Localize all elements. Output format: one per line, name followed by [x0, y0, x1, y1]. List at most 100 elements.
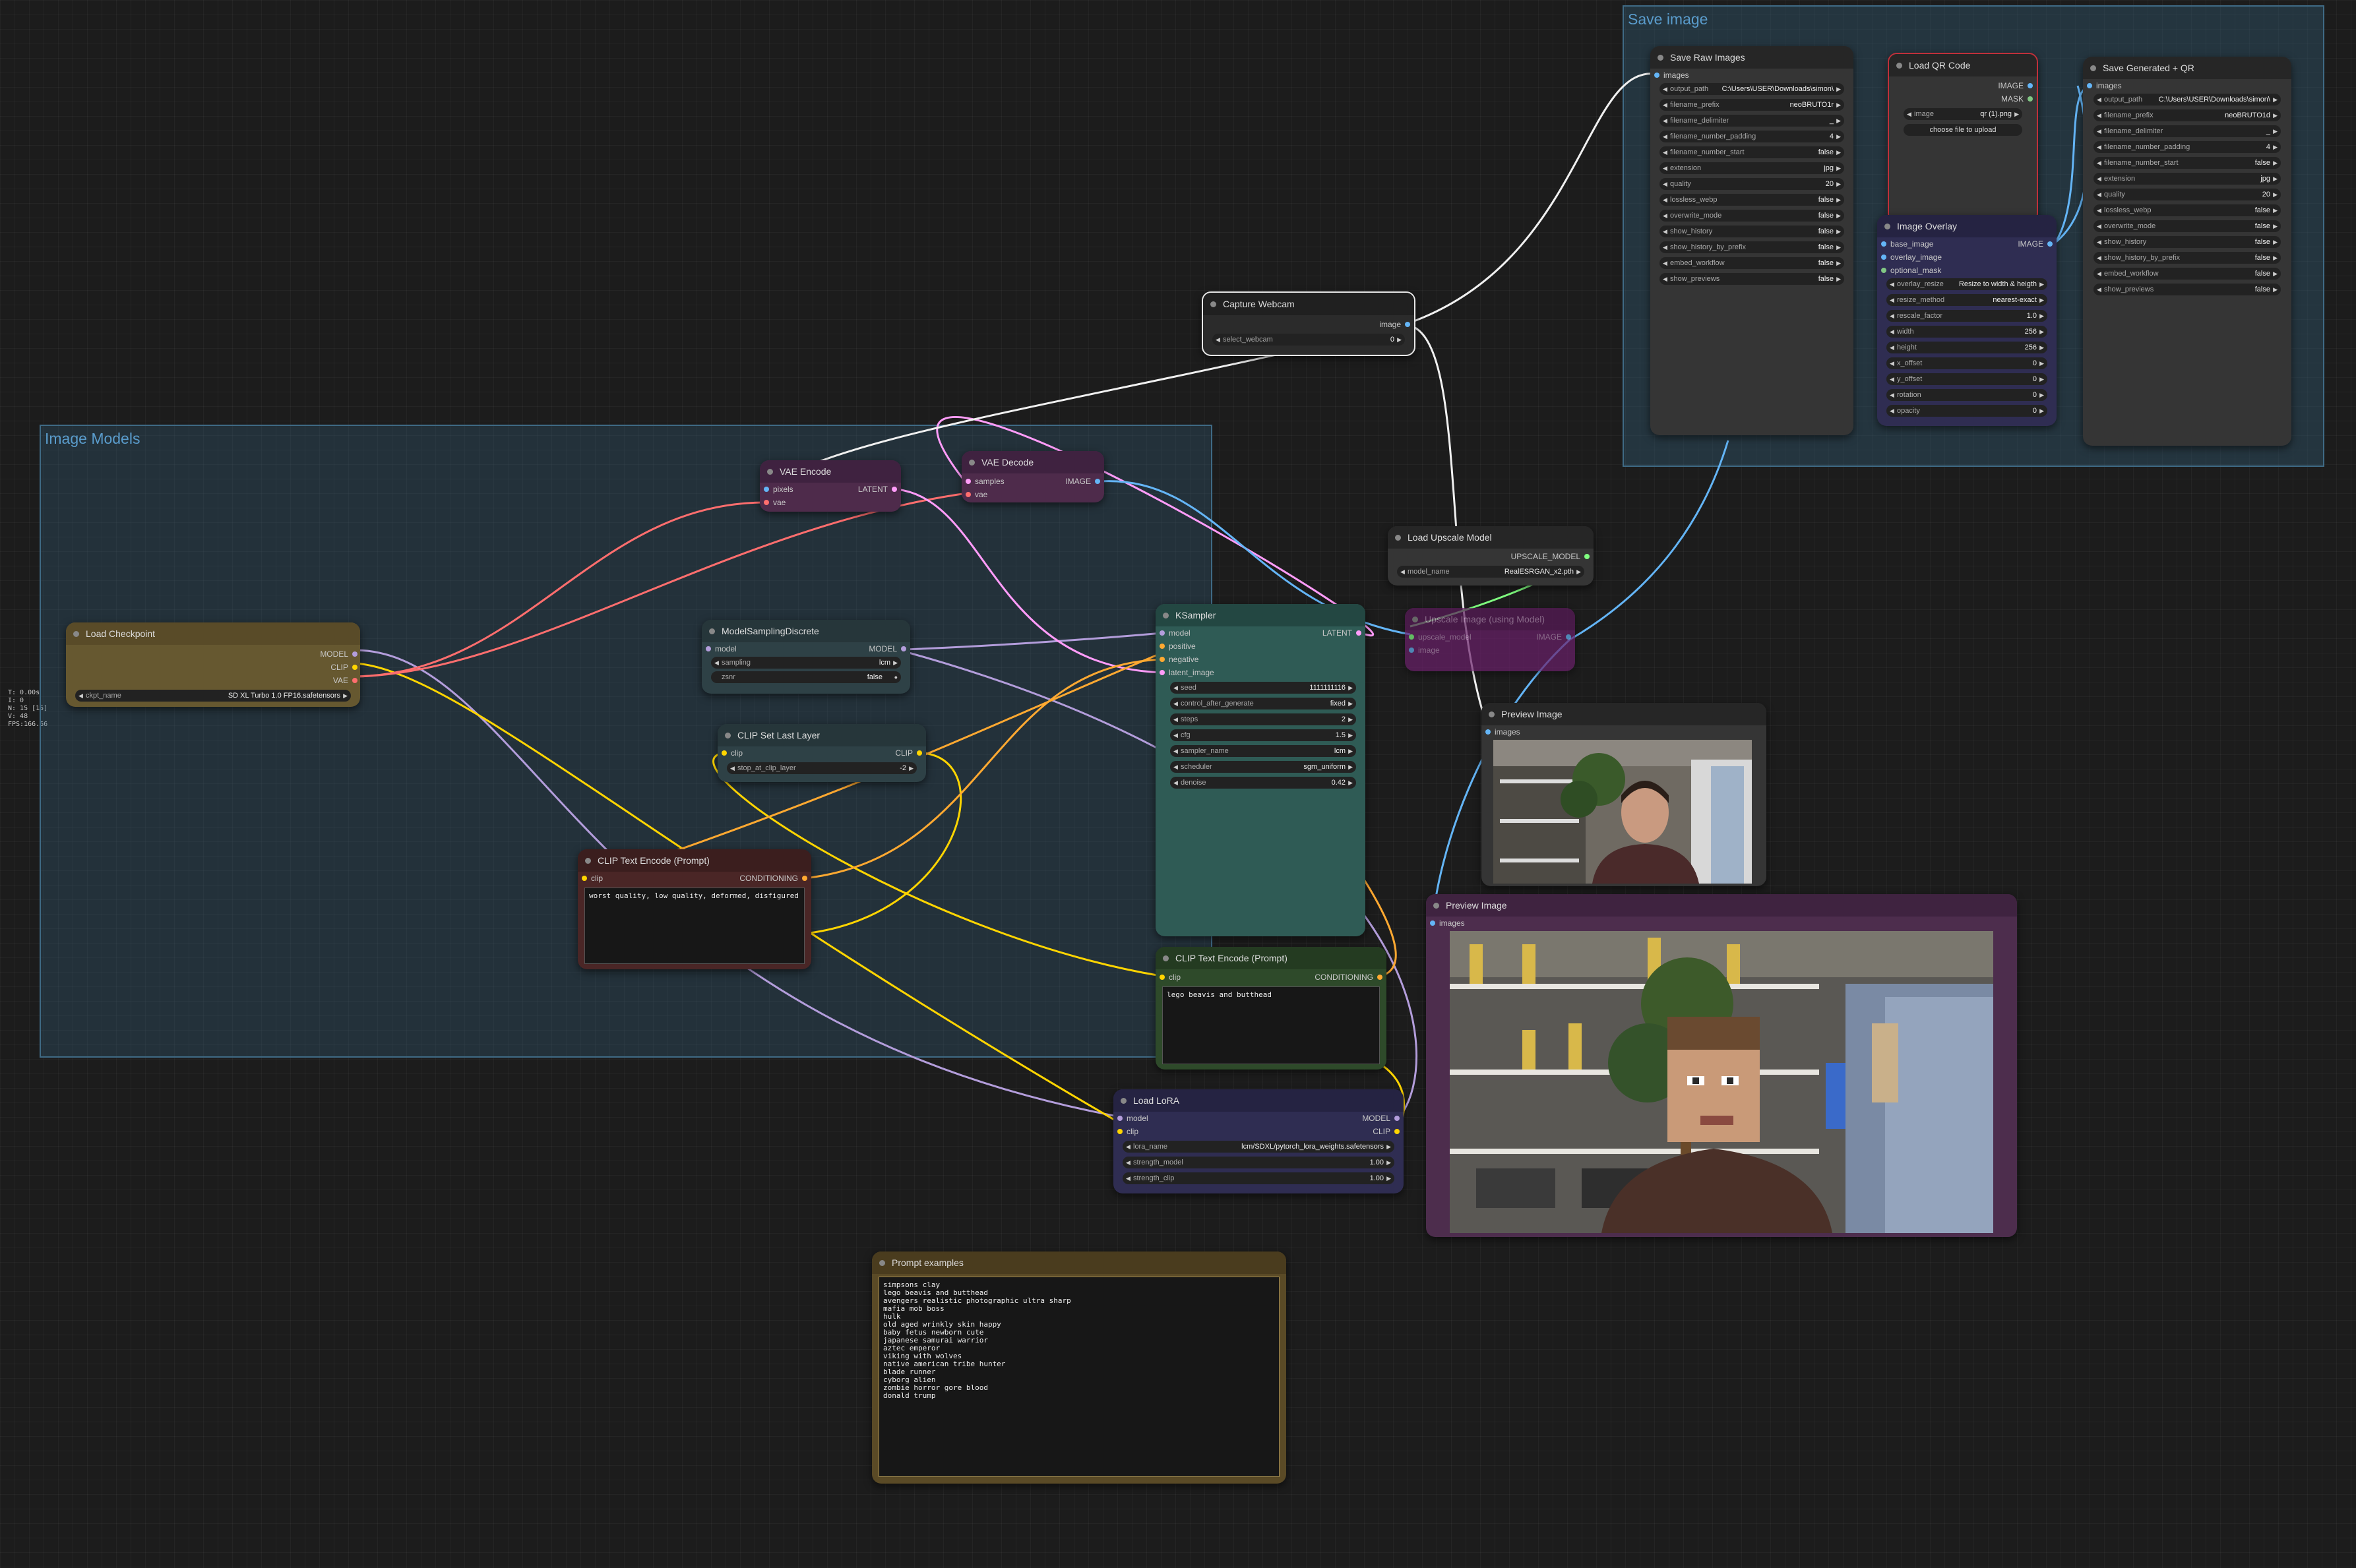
arrow-right-icon[interactable]: ▶: [2039, 281, 2044, 287]
output-model[interactable]: MODEL: [1362, 1113, 1400, 1124]
output-image[interactable]: IMAGE: [1065, 476, 1100, 487]
input-vae[interactable]: vae: [966, 489, 987, 500]
node-preview-image-large[interactable]: Preview Image images: [1426, 894, 2017, 1237]
arrow-left-icon[interactable]: ◀: [1663, 133, 1667, 140]
slot-pin[interactable]: [764, 487, 769, 492]
arrow-left-icon[interactable]: ◀: [1890, 328, 1894, 335]
slot-pin[interactable]: [1405, 322, 1410, 327]
output-mask[interactable]: MASK: [2001, 94, 2033, 104]
input-negative[interactable]: negative: [1160, 654, 1198, 665]
group-title[interactable]: Image Models: [45, 430, 140, 447]
input-positive[interactable]: positive: [1160, 641, 1196, 651]
arrow-left-icon[interactable]: ◀: [78, 692, 83, 699]
slot-pin[interactable]: [1377, 975, 1382, 980]
prompt-textarea[interactable]: worst quality, low quality, deformed, di…: [584, 888, 805, 964]
arrow-right-icon[interactable]: ▶: [1836, 181, 1841, 187]
output-latent[interactable]: LATENT: [1322, 628, 1361, 638]
output-model[interactable]: MODEL: [320, 649, 357, 659]
arrow-left-icon[interactable]: ◀: [1890, 376, 1894, 382]
arrow-left-icon[interactable]: ◀: [1907, 111, 1911, 117]
arrow-right-icon[interactable]: ▶: [2273, 286, 2278, 293]
input-latent-image[interactable]: latent_image: [1160, 667, 1214, 678]
input-clip[interactable]: clip: [582, 873, 603, 884]
slot-pin[interactable]: [2028, 83, 2033, 88]
arrow-left-icon[interactable]: ◀: [1663, 117, 1667, 124]
output-image[interactable]: IMAGE: [2018, 239, 2053, 249]
arrow-left-icon[interactable]: ◀: [2097, 255, 2101, 261]
slot-pin[interactable]: [1160, 644, 1165, 649]
arrow-right-icon[interactable]: ▶: [2039, 344, 2044, 351]
arrow-right-icon[interactable]: ▶: [1836, 149, 1841, 156]
arrow-right-icon[interactable]: ▶: [2273, 223, 2278, 229]
input-upscale-model[interactable]: upscale_model: [1409, 632, 1472, 642]
arrow-left-icon[interactable]: ◀: [1890, 297, 1894, 303]
arrow-right-icon[interactable]: ▶: [893, 659, 898, 666]
node-preview-image-small[interactable]: Preview Image images: [1481, 703, 1766, 886]
node-collapse-dot[interactable]: [879, 1260, 885, 1266]
arrow-right-icon[interactable]: ▶: [1836, 102, 1841, 108]
node-collapse-dot[interactable]: [1121, 1098, 1127, 1104]
slot-pin[interactable]: [1356, 630, 1361, 636]
arrow-right-icon[interactable]: ▶: [2273, 270, 2278, 277]
slot-pin[interactable]: [1409, 634, 1414, 640]
arrow-right-icon[interactable]: ▶: [1576, 568, 1581, 575]
arrow-right-icon[interactable]: ▶: [1348, 748, 1353, 754]
node-load-upscale-model[interactable]: Load Upscale Model UPSCALE_MODEL ◀model_…: [1388, 526, 1594, 586]
arrow-left-icon[interactable]: ◀: [1173, 779, 1178, 786]
arrow-right-icon[interactable]: ▶: [2273, 191, 2278, 198]
arrow-right-icon[interactable]: ▶: [1836, 165, 1841, 171]
arrow-left-icon[interactable]: ◀: [2097, 286, 2101, 293]
arrow-right-icon[interactable]: ▶: [1348, 700, 1353, 707]
output-image[interactable]: image: [1379, 319, 1410, 330]
arrow-left-icon[interactable]: ◀: [1216, 336, 1220, 343]
node-collapse-dot[interactable]: [969, 460, 975, 466]
arrow-right-icon[interactable]: ▶: [1836, 196, 1841, 203]
arrow-left-icon[interactable]: ◀: [1173, 684, 1178, 691]
arrow-right-icon[interactable]: ▶: [2039, 297, 2044, 303]
slot-pin[interactable]: [1394, 1129, 1400, 1134]
arrow-left-icon[interactable]: ◀: [2097, 207, 2101, 214]
output-conditioning[interactable]: CONDITIONING: [739, 873, 807, 884]
arrow-left-icon[interactable]: ◀: [2097, 175, 2101, 182]
slot-pin[interactable]: [1566, 634, 1571, 640]
slot-pin[interactable]: [917, 750, 922, 756]
slot-pin[interactable]: [1409, 648, 1414, 653]
node-collapse-dot[interactable]: [725, 733, 731, 739]
arrow-left-icon[interactable]: ◀: [1890, 392, 1894, 398]
arrow-right-icon[interactable]: ▶: [2273, 144, 2278, 150]
input-base-image[interactable]: base_image: [1881, 239, 1933, 249]
arrow-left-icon[interactable]: ◀: [1173, 700, 1178, 707]
node-collapse-dot[interactable]: [73, 631, 79, 637]
output-clip[interactable]: CLIP: [1373, 1126, 1400, 1137]
arrow-right-icon[interactable]: ▶: [1836, 212, 1841, 219]
slot-pin[interactable]: [966, 479, 971, 484]
slot-pin[interactable]: [966, 492, 971, 497]
slot-pin[interactable]: [2047, 241, 2053, 247]
slot-pin[interactable]: [1160, 630, 1165, 636]
arrow-right-icon[interactable]: ▶: [2039, 392, 2044, 398]
slot-pin[interactable]: [352, 678, 357, 683]
output-model[interactable]: MODEL: [869, 644, 906, 654]
arrow-right-icon[interactable]: ▶: [1386, 1143, 1391, 1150]
arrow-left-icon[interactable]: ◀: [1126, 1143, 1131, 1150]
arrow-left-icon[interactable]: ◀: [1663, 228, 1667, 235]
node-clip-text-encode-negative[interactable]: CLIP Text Encode (Prompt) clip CONDITION…: [578, 849, 811, 969]
arrow-right-icon[interactable]: ▶: [1836, 276, 1841, 282]
